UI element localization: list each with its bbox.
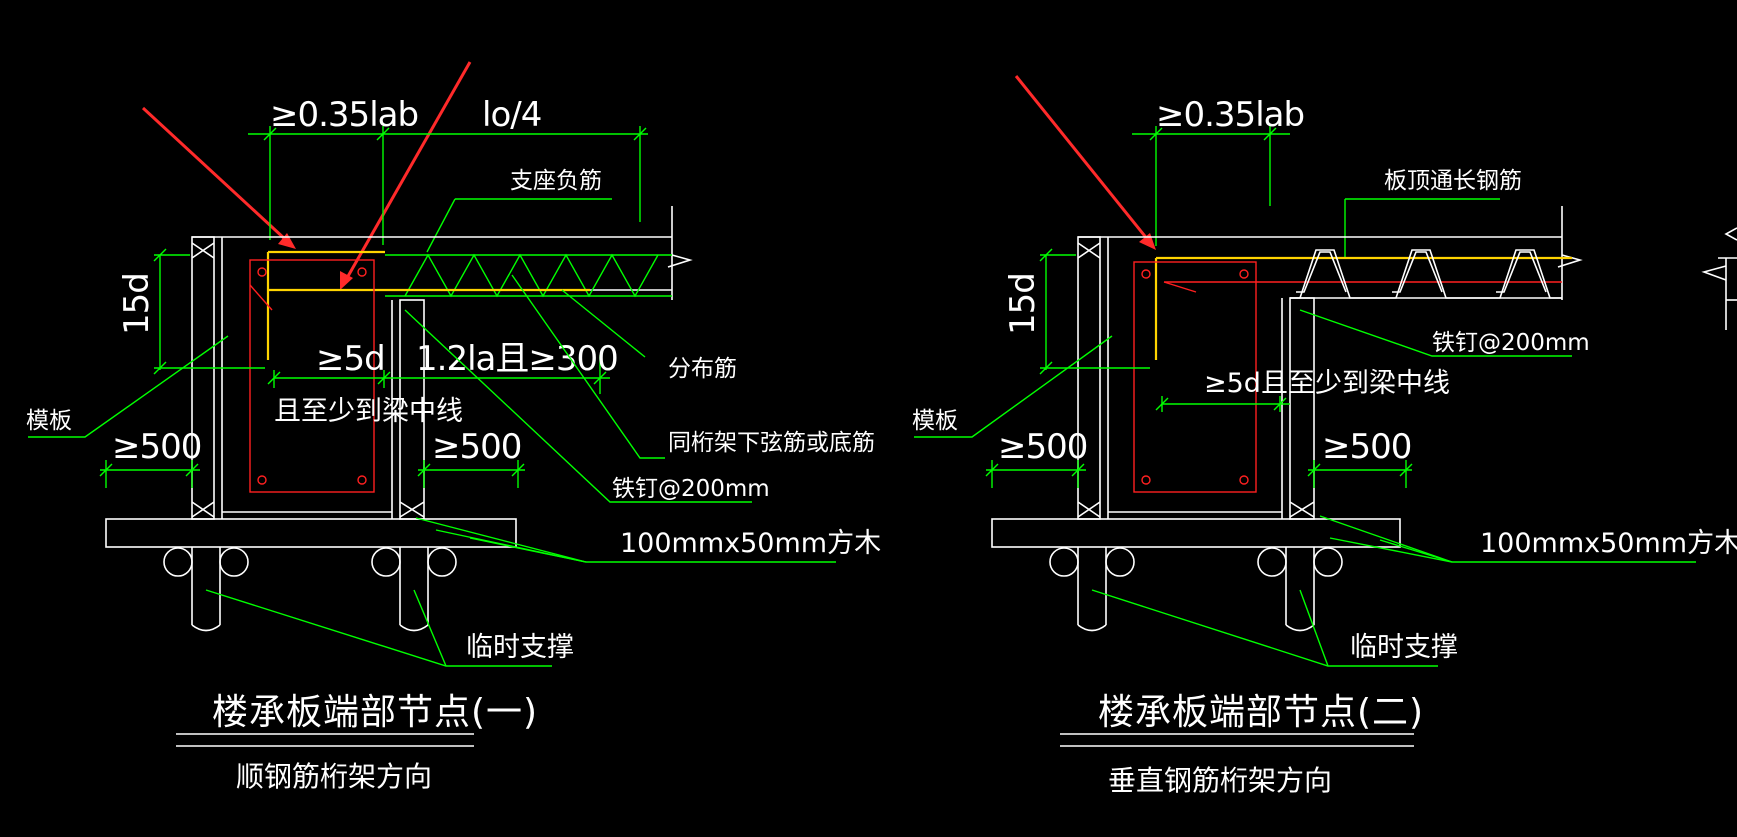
stirrup-hook bbox=[249, 284, 273, 311]
leader-support-2 bbox=[413, 589, 447, 667]
detail-two: ≥0.35lab 板顶通长钢筋 bbox=[912, 75, 1737, 797]
truss-profile-inner-1 bbox=[1296, 251, 1347, 293]
leader-timber-2 bbox=[415, 517, 587, 563]
formwork-left bbox=[191, 236, 223, 520]
dim-035lab-2: ≥0.35lab bbox=[1156, 95, 1304, 135]
label-timber: 100mmx50mm方木 bbox=[620, 528, 881, 559]
rebar-dot bbox=[357, 267, 367, 277]
label-support-rebar: 支座负筋 bbox=[510, 168, 602, 194]
dim-500-right-2: ≥500 bbox=[1322, 427, 1411, 467]
leader-distribution bbox=[561, 289, 646, 358]
label-top-rebar: 板顶通长钢筋 bbox=[1384, 168, 1522, 194]
dim-15d: 15d bbox=[117, 273, 157, 335]
dimension-500-left bbox=[99, 460, 200, 488]
rebar-dot bbox=[1239, 269, 1249, 279]
label-nail-2: 铁钉@200mm bbox=[1432, 330, 1590, 356]
dimension-500-left-2 bbox=[985, 460, 1086, 488]
label-nail: 铁钉@200mm bbox=[612, 476, 770, 502]
formwork-left-2 bbox=[1077, 236, 1109, 520]
title-detail-one: 楼承板端部节点(一) bbox=[212, 692, 538, 733]
leader-formwork bbox=[28, 335, 229, 438]
dim-035lab: ≥0.35lab bbox=[270, 95, 418, 135]
temporary-support-right-2 bbox=[1257, 547, 1343, 632]
red-arrow-2 bbox=[340, 61, 472, 290]
detail-one: ≥0.35lab lo/4 支座负筋 bbox=[26, 61, 881, 793]
dim-lo4: lo/4 bbox=[482, 95, 541, 135]
break-symbol-2 bbox=[1557, 254, 1583, 268]
label-formwork-2: 模板 bbox=[912, 408, 958, 434]
dim-12la: 1.2la且≥300 bbox=[416, 339, 618, 379]
label-timber-2: 100mmx50mm方木 bbox=[1480, 528, 1737, 559]
dim-500-left-2: ≥500 bbox=[998, 427, 1087, 467]
label-support-2: 临时支撑 bbox=[1350, 632, 1458, 663]
rebar-dot bbox=[1141, 475, 1151, 485]
leader-timber-2b bbox=[1319, 515, 1453, 563]
dimension-500-right bbox=[417, 460, 525, 488]
rebar-dot bbox=[257, 475, 267, 485]
dimension-top bbox=[248, 126, 648, 245]
dimension-top-2 bbox=[1132, 126, 1290, 246]
leader-timber-2c bbox=[1379, 539, 1453, 563]
rebar-dot bbox=[1239, 475, 1249, 485]
label-support: 临时支撑 bbox=[466, 632, 574, 663]
label-formwork: 模板 bbox=[26, 408, 72, 434]
dim-5d-midline-2: ≥5d且至少到梁中线 bbox=[1204, 368, 1450, 399]
dimension-5d-2 bbox=[1155, 396, 1290, 412]
dim-15d-2: 15d bbox=[1003, 273, 1043, 335]
leader-support-2b bbox=[1299, 589, 1329, 667]
red-hook-2 bbox=[1163, 281, 1197, 293]
partial-detail-edge bbox=[1701, 227, 1737, 330]
truss-profile-inner-2 bbox=[1392, 251, 1443, 293]
rebar-dot bbox=[257, 267, 267, 277]
leader-formwork-2 bbox=[914, 335, 1113, 438]
label-distribution: 分布筋 bbox=[668, 356, 737, 382]
leader-nail bbox=[404, 309, 752, 503]
temporary-support-right bbox=[371, 547, 457, 632]
subtitle-detail-one: 顺钢筋桁架方向 bbox=[236, 760, 432, 793]
dimension-15d-2 bbox=[1039, 248, 1150, 375]
timber-beam-2 bbox=[991, 518, 1401, 548]
red-arrow-1 bbox=[141, 106, 296, 249]
temporary-support-left-2 bbox=[1049, 547, 1135, 632]
dim-5d: ≥5d bbox=[316, 339, 385, 379]
dim-500-left: ≥500 bbox=[112, 427, 201, 467]
truss-profile-2 bbox=[1290, 249, 1562, 299]
break-symbol bbox=[667, 254, 693, 268]
subtitle-detail-two: 垂直钢筋桁架方向 bbox=[1108, 764, 1332, 797]
label-midline: 且至少到梁中线 bbox=[274, 396, 463, 427]
formwork-right-2 bbox=[1281, 297, 1315, 520]
temporary-support-left bbox=[163, 547, 249, 632]
leader-timber-3 bbox=[469, 537, 587, 563]
leader-top-rebar bbox=[1344, 198, 1500, 258]
dim-500-right: ≥500 bbox=[432, 427, 521, 467]
beam-stirrup-2 bbox=[1133, 261, 1257, 493]
label-truss-bottom: 同桁架下弦筋或底筋 bbox=[668, 430, 875, 456]
truss-profile-inner-3 bbox=[1496, 251, 1547, 293]
beam-stirrup bbox=[249, 259, 375, 493]
leader-support-rebar bbox=[426, 198, 612, 253]
dimension-15d bbox=[153, 248, 265, 375]
red-arrow-3 bbox=[1014, 75, 1156, 250]
rebar-dot bbox=[357, 475, 367, 485]
timber-beam bbox=[105, 518, 517, 548]
title-detail-two: 楼承板端部节点(二) bbox=[1098, 692, 1424, 733]
dimension-5d-12la bbox=[267, 355, 610, 394]
leader-nail-2 bbox=[1299, 309, 1572, 357]
leader-truss-bottom bbox=[511, 274, 665, 459]
dimension-500-right-2 bbox=[1307, 460, 1413, 488]
rebar-dot bbox=[1141, 269, 1151, 279]
